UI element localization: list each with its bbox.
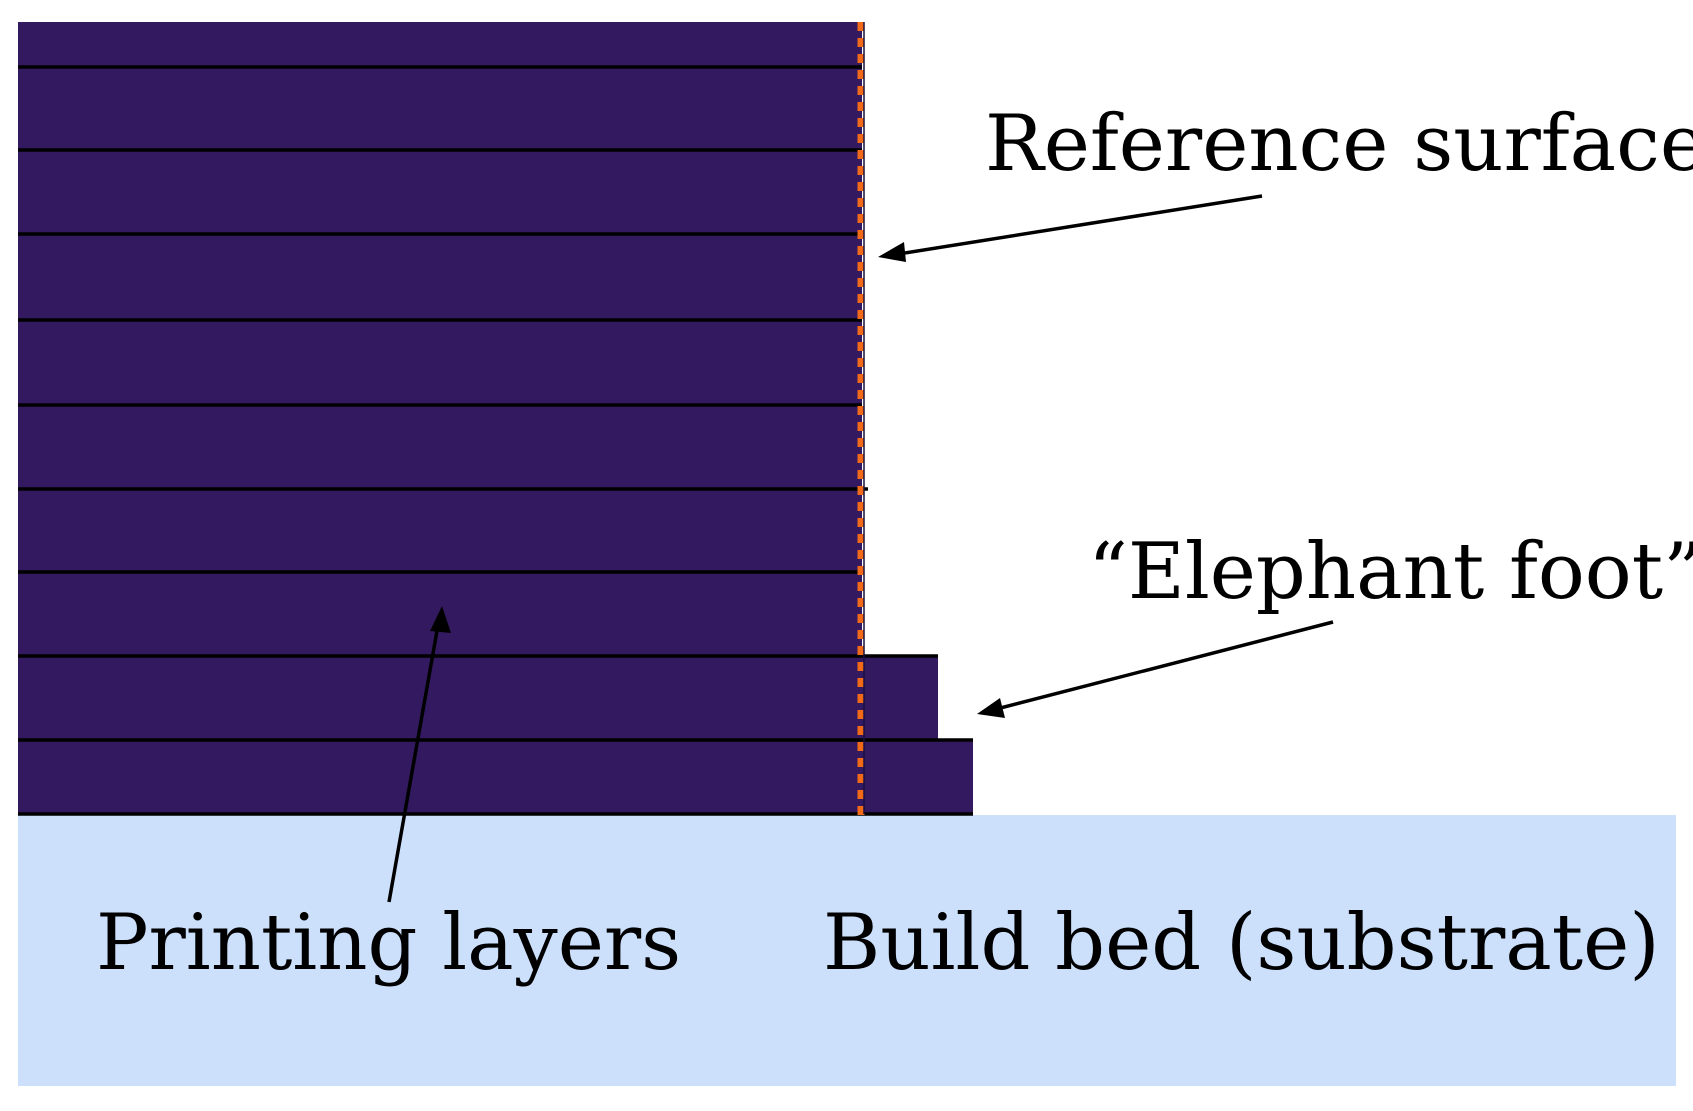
- elephant-foot-label: “Elephant foot”: [1088, 527, 1693, 617]
- reference-surface-label: Reference surface: [985, 99, 1693, 189]
- arrowheads: [430, 242, 1005, 718]
- arrows: [387, 194, 1334, 903]
- elephant-foot-bulge-lower: [862, 740, 973, 814]
- printing-layers-label: Printing layers: [96, 898, 681, 988]
- layer-separators: [18, 65, 973, 816]
- build-bed-label: Build bed (substrate): [823, 898, 1660, 988]
- elephant-foot-arrowhead: [977, 698, 1005, 718]
- elephant-foot-bulge-upper: [862, 656, 938, 740]
- reference-surface-arrowhead: [878, 242, 906, 262]
- printing-layers-arrow: [387, 613, 442, 903]
- printing-layer-stack: [18, 22, 862, 814]
- reference-surface-arrow: [885, 194, 1263, 258]
- printing-layers-arrowhead: [430, 606, 451, 633]
- build-bed: [18, 815, 1676, 1086]
- elephant-foot-arrow: [984, 620, 1334, 714]
